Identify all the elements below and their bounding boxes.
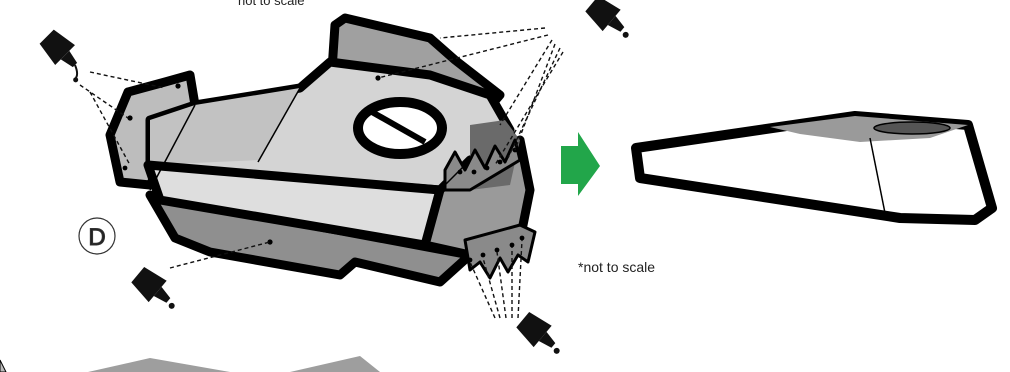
part-top-shade bbox=[150, 88, 300, 165]
next-part-preview-left bbox=[88, 358, 230, 372]
assembled-hole bbox=[873, 121, 951, 135]
top-scale-note: not to scale bbox=[238, 0, 305, 8]
fold-line-mid bbox=[257, 87, 301, 163]
fold-line-left bbox=[149, 104, 196, 191]
assembled-fold-line bbox=[869, 137, 887, 219]
glue-bottle-icon bbox=[585, 0, 629, 38]
glue-bottle-icon bbox=[516, 312, 560, 354]
unassembled-part bbox=[105, 13, 537, 287]
step-circle-icon: D bbox=[78, 217, 116, 255]
part-bottom-skirt bbox=[145, 190, 475, 287]
step-marker-label: D bbox=[88, 224, 105, 251]
next-part-preview-right bbox=[290, 356, 380, 372]
fold-line-right bbox=[439, 157, 473, 191]
next-step-arrow-icon bbox=[561, 132, 600, 196]
hole-bar bbox=[370, 109, 427, 145]
glue-guides bbox=[79, 27, 564, 319]
corner-sliver bbox=[0, 359, 7, 372]
part-teeth-bottom bbox=[463, 223, 537, 280]
glue-bottle-icon bbox=[39, 29, 79, 83]
glue-bottle-icon bbox=[131, 267, 175, 309]
assembled-part bbox=[631, 111, 997, 225]
bottom-scale-note: *not to scale bbox=[578, 259, 655, 275]
